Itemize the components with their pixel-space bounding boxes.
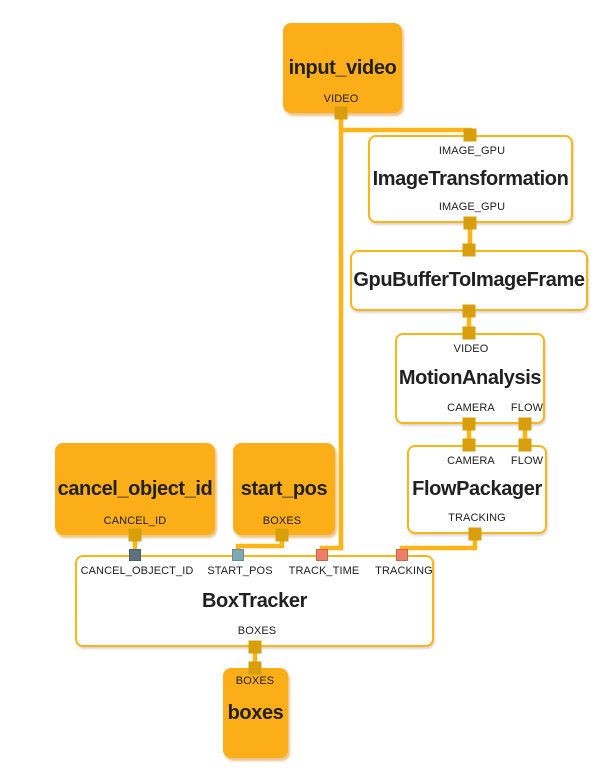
input-port-label: FLOW bbox=[510, 455, 544, 467]
edge-input-video-to-image-transformation bbox=[338, 113, 473, 137]
node-title: FlowPackager bbox=[412, 478, 542, 500]
port-flow-packager-camera-in[interactable] bbox=[462, 438, 476, 452]
port-motion-analysis-camera-out[interactable] bbox=[462, 417, 476, 431]
port-gpu-buffer-in[interactable] bbox=[462, 243, 476, 257]
output-port-label: CAMERA bbox=[447, 402, 495, 414]
input-port-label: START_POS bbox=[207, 565, 273, 577]
input-port-label: TRACKING bbox=[375, 565, 433, 577]
port-cancel-object-id-cancel-id-out[interactable] bbox=[128, 528, 142, 542]
node-input-video[interactable]: input_video VIDEO bbox=[283, 23, 402, 113]
node-title: MotionAnalysis bbox=[398, 367, 542, 389]
output-port-label: CANCEL_ID bbox=[103, 515, 167, 527]
output-port-label: VIDEO bbox=[323, 93, 359, 105]
output-port-label: FLOW bbox=[510, 402, 544, 414]
node-title: ImageTransformation bbox=[372, 167, 569, 190]
port-boxes-boxes-in[interactable] bbox=[248, 661, 262, 675]
port-box-tracker-tracking-in[interactable] bbox=[396, 549, 408, 561]
output-port-label: BOXES bbox=[237, 625, 277, 637]
input-port-label: CAMERA bbox=[447, 455, 495, 467]
port-box-tracker-track-time-in[interactable] bbox=[316, 549, 328, 561]
input-port-label: BOXES bbox=[235, 675, 275, 687]
port-box-tracker-cancel-object-id-in[interactable] bbox=[129, 549, 141, 561]
port-flow-packager-tracking-out[interactable] bbox=[468, 527, 482, 541]
node-title: boxes bbox=[227, 701, 284, 724]
node-cancel-object-id[interactable]: cancel_object_id CANCEL_ID bbox=[55, 443, 215, 535]
port-image-transformation-image-gpu-out[interactable] bbox=[463, 216, 477, 230]
node-start-pos[interactable]: start_pos BOXES bbox=[233, 443, 335, 535]
node-title: cancel_object_id bbox=[57, 477, 213, 500]
port-motion-analysis-video-in[interactable] bbox=[462, 326, 476, 340]
port-image-transformation-image-gpu-in[interactable] bbox=[463, 128, 477, 142]
node-image-transformation[interactable]: IMAGE_GPU ImageTransformation IMAGE_GPU bbox=[368, 135, 573, 223]
node-title: GpuBufferToImageFrame bbox=[353, 269, 585, 291]
port-input-video-video-out[interactable] bbox=[334, 106, 348, 120]
port-gpu-buffer-out[interactable] bbox=[462, 304, 476, 318]
input-port-label: CANCEL_OBJECT_ID bbox=[80, 565, 194, 577]
node-boxes[interactable]: BOXES boxes bbox=[223, 668, 288, 758]
input-port-label: VIDEO bbox=[453, 343, 489, 355]
node-motion-analysis[interactable]: VIDEO MotionAnalysis CAMERA FLOW bbox=[395, 333, 545, 424]
input-port-label: TRACK_TIME bbox=[288, 565, 360, 577]
node-box-tracker[interactable]: CANCEL_OBJECT_ID START_POS TRACK_TIME TR… bbox=[75, 555, 434, 647]
node-gpu-buffer-to-image-frame[interactable]: GpuBufferToImageFrame bbox=[350, 250, 588, 311]
input-port-label: IMAGE_GPU bbox=[438, 145, 506, 157]
port-flow-packager-flow-in[interactable] bbox=[518, 438, 532, 452]
edge-flow-packager-to-box-tracker-tracking bbox=[399, 534, 478, 555]
output-port-label: IMAGE_GPU bbox=[438, 201, 506, 213]
output-port-label: TRACKING bbox=[448, 512, 506, 524]
port-motion-analysis-flow-out[interactable] bbox=[518, 417, 532, 431]
node-title: input_video bbox=[288, 56, 397, 79]
node-flow-packager[interactable]: CAMERA FLOW FlowPackager TRACKING bbox=[407, 445, 547, 534]
node-title: BoxTracker bbox=[202, 589, 307, 612]
node-title: start_pos bbox=[240, 477, 328, 500]
output-port-label: BOXES bbox=[262, 515, 302, 527]
port-box-tracker-boxes-out[interactable] bbox=[248, 640, 262, 654]
port-box-tracker-start-pos-in[interactable] bbox=[232, 549, 244, 561]
port-start-pos-boxes-out[interactable] bbox=[275, 528, 289, 542]
